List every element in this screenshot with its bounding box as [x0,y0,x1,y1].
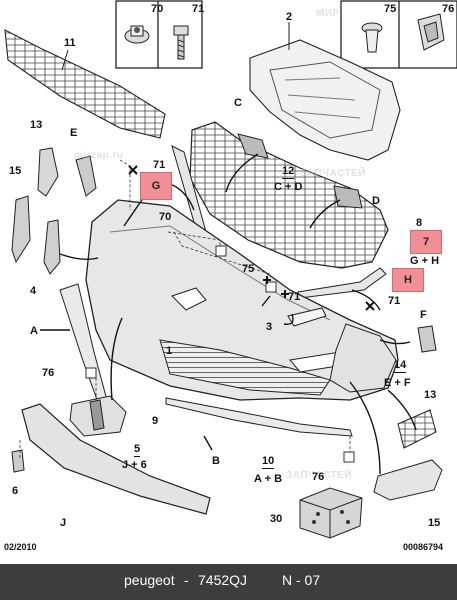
footer-bar: peugeot - 7452QJ N - 07 [0,564,457,600]
label-part-4: 4 [30,285,37,297]
watermark-lower: ЗАПЧАСТЕЙ [286,470,352,481]
label-part-13a: 13 [30,119,43,131]
label-part-76a: 76 [42,367,55,379]
label-part-b: B [212,455,220,467]
part-11-upper-grille [4,29,166,139]
part-j-spoiler [21,403,211,515]
label-part-5-sub: J + 6 [122,459,147,471]
part-e-bracket [75,155,97,197]
ref-square-75a [215,245,227,257]
parts-diagram-art [4,0,457,539]
part-b-lower-strip [165,397,353,437]
label-part-9: 9 [152,415,159,427]
nut-70-icon [124,25,150,44]
label-part-1: 1 [166,345,173,357]
part-15-left-guide [11,195,31,264]
label-part-c: C [234,97,242,109]
ref-square-75b [265,281,277,293]
label-part-5: 5 [134,443,141,457]
ref-square-76a [85,367,97,379]
diagram-date: 02/2010 [4,542,37,552]
inset-fasteners-right [340,0,457,69]
label-part-71a: 71 [153,159,166,171]
part-4-bracket [43,219,61,275]
part-c-bracket [237,133,269,159]
part-6-clip [11,449,25,473]
label-part-71c: 71 [388,295,401,307]
label-part-2: 2 [286,11,293,23]
label-part-6: 6 [12,485,19,497]
watermark-mid: ЗАПЧАСТЕЙ [300,168,366,179]
callout-g: G [140,172,172,200]
part-d-bracket [333,185,363,209]
clip-76-icon [417,13,445,51]
watermark-left: mirzap.ru [74,150,124,161]
label-part-15b: 15 [428,517,441,529]
left-fog-recess [171,287,207,311]
label-part-a: A [30,325,38,337]
label-part-d: D [372,195,380,207]
label-part-8: 8 [416,217,423,229]
label-part-3: 3 [266,321,273,333]
footer-code: 7452QJ [198,572,248,588]
label-part-76b: 76 [312,471,325,483]
diagram-reference: 00086794 [403,542,444,552]
label-inset-71: 71 [192,3,205,15]
screw-71-icon [173,25,189,60]
label-part-14-sub: E + F [384,377,411,389]
clip-75-icon [361,22,383,53]
part-7-strip-h [297,267,387,299]
label-part-12-sub: C + D [274,181,303,193]
inset-fasteners-left [115,0,203,69]
label-part-11: 11 [64,37,76,49]
label-part-7-sub: G + H [410,255,440,267]
label-part-10: 10 [262,455,275,469]
label-part-70: 70 [159,211,172,223]
label-part-13b: 13 [424,389,437,401]
label-part-10-sub: A + B [254,473,283,485]
part-13-left-bracket [37,147,59,197]
label-part-75: 75 [242,263,255,275]
part-1-bumper [85,199,399,401]
part-15-right-guide [373,459,443,501]
part-2-bracket [249,22,401,161]
part-13-right-grille [397,409,437,449]
lower-intake [159,339,331,396]
label-part-15a: 15 [9,165,22,177]
leader-lines [40,153,417,475]
part-30-kit-box [299,487,363,539]
part-14-extension [329,323,397,393]
label-part-j: J [60,517,67,529]
footer-brand: peugeot [124,572,175,588]
footer-separator: - [184,572,189,588]
label-part-7: 7 [422,236,430,248]
label-part-f: F [420,309,427,321]
label-inset-75: 75 [384,3,397,15]
label-part-12: 12 [282,165,295,179]
part-9-badge [69,395,127,437]
ref-square-76b [343,451,355,463]
label-inset-76: 76 [442,3,455,15]
label-part-30: 30 [270,513,283,525]
label-part-14: 14 [394,359,407,373]
label-part-71b: 71 [288,291,301,303]
watermark-top: МИР [316,8,340,19]
callout-7: 7 [410,230,442,254]
part-f-bracket [417,325,437,353]
callout-h: H [392,268,424,292]
label-inset-70: 70 [151,3,164,15]
footer-page: N - 07 [282,572,321,588]
label-part-e: E [70,127,78,139]
